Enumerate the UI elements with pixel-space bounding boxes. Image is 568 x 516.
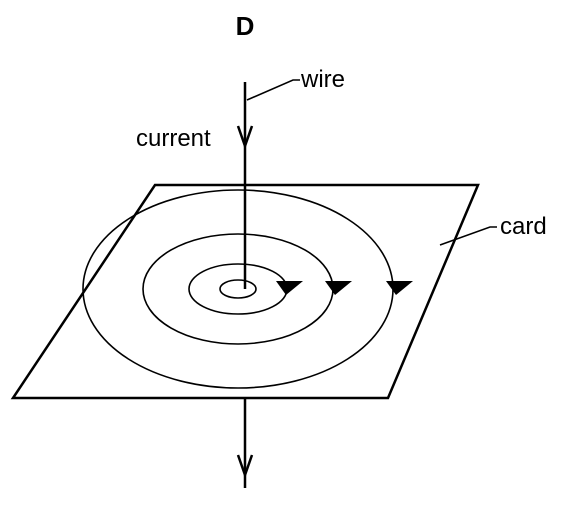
- field-direction-arrow-inner: [276, 281, 303, 295]
- field-direction-arrow-middle: [325, 281, 352, 295]
- card-label: card: [500, 213, 547, 240]
- field-direction-arrow-outer: [386, 281, 413, 295]
- wire-label-leader: [246, 79, 300, 101]
- wire-label: wire: [300, 66, 345, 93]
- field-line-innermost: [219, 279, 257, 299]
- current-label: current: [136, 125, 211, 152]
- diagram-title: D: [236, 11, 255, 41]
- field-line-middle: [142, 233, 334, 345]
- current-arrow-upper: [236, 125, 254, 150]
- field-line-outer: [82, 189, 394, 389]
- card-label-leader: [439, 226, 497, 246]
- card-outline: [10, 183, 480, 400]
- field-line-inner: [188, 263, 288, 315]
- current-arrow-lower: [236, 454, 254, 479]
